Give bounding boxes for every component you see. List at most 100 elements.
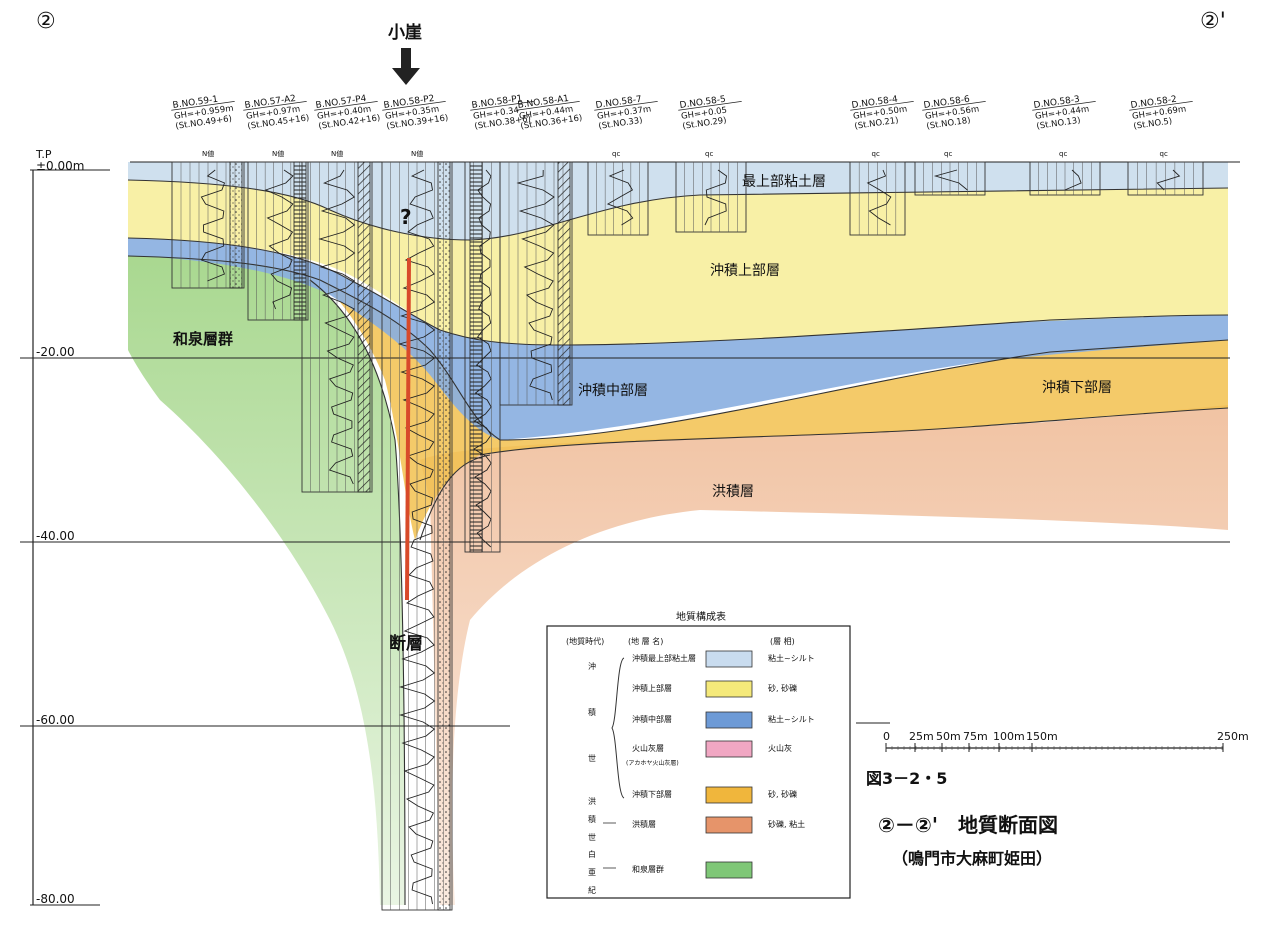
borehole-label: D.NO.58-4GH=+0.50m(St.NO.21)qc xyxy=(850,95,914,158)
legend-row: 沖積中部層 粘土~シルト xyxy=(632,711,815,729)
borehole-label: D.NO.58-2GH=+0.69m(St.NO.5)qc xyxy=(1129,95,1193,158)
legend-era-char: 積 xyxy=(588,707,596,717)
depth-tick-0: ±0.00m xyxy=(36,159,84,173)
borehole-columns xyxy=(171,161,1204,911)
legend-row: 洪積層 砂礫, 粘土 xyxy=(632,816,805,834)
legend-swatch xyxy=(705,786,753,804)
borehole-column xyxy=(499,161,573,406)
borehole-label: D.NO.58-7GH=+0.37m(St.NO.33)qc xyxy=(594,95,658,158)
borehole-log-type: qc xyxy=(705,150,713,158)
label-izumi: 和泉層群 xyxy=(173,330,233,348)
legend-bracket xyxy=(611,657,625,799)
figure-number: 図3－2・5 xyxy=(866,769,947,788)
label-middle: 沖積中部層 xyxy=(578,383,648,399)
legend-row-name: 沖積最上部粘土層 xyxy=(632,653,696,663)
depth-tick-2: -40.00 xyxy=(36,529,75,543)
legend-row-facies: 火山灰 xyxy=(768,743,792,753)
legend-row-name: 洪積層 xyxy=(632,819,656,829)
legend-row-facies: 砂礫, 粘土 xyxy=(768,819,805,829)
scale-bar-label: 100m xyxy=(993,730,1025,743)
legend-swatch xyxy=(705,680,753,698)
borehole-label: B.NO.59-1GH=+0.959m(St.NO.49+6)N値 xyxy=(171,95,235,158)
borehole-log-type: N値 xyxy=(272,149,284,158)
fault-line xyxy=(405,257,411,601)
figure-subtitle: （鳴門市大麻町姫田） xyxy=(892,849,1052,868)
scale-bar-label: 75m xyxy=(963,730,988,743)
label-diluvial: 洪積層 xyxy=(712,484,754,500)
label-top-clay: 最上部粘土層 xyxy=(742,174,826,190)
scale-bar-label: 25m xyxy=(909,730,934,743)
legend-row: 和泉層群 xyxy=(632,861,753,879)
legend-era-char: 洪 xyxy=(588,796,596,806)
depth-axis: T.P ±0.00m -20.00 -40.00 -60.00 -80.00 xyxy=(30,148,110,906)
legend-swatch xyxy=(705,816,753,834)
legend-row-facies: 砂, 砂礫 xyxy=(768,683,797,693)
legend-row-sub: (アカホヤ火山灰層) xyxy=(626,759,679,767)
borehole-column xyxy=(381,161,453,911)
figure-title: ②－②' 地質断面図 xyxy=(878,813,1058,837)
legend-rows: 沖積最上部粘土層粘土~シルト沖積上部層砂, 砂礫沖積中部層粘土~シルト火山灰層(… xyxy=(626,650,815,879)
borehole-column xyxy=(675,161,747,233)
borehole-log-type: N値 xyxy=(411,149,423,158)
borehole-log-type: qc xyxy=(872,150,880,158)
legend-row-facies: 粘土~シルト xyxy=(768,653,815,663)
label-fault: 断層 xyxy=(389,633,423,654)
legend-row-name: 火山灰層 xyxy=(632,743,664,753)
legend-header-facies: (層 相) xyxy=(770,636,795,646)
legend-swatch xyxy=(705,650,753,668)
borehole-column xyxy=(301,161,373,493)
borehole-column xyxy=(914,161,986,196)
borehole-log-type: N値 xyxy=(202,149,214,158)
legend-row-name: 沖積中部層 xyxy=(632,714,672,724)
depth-tick-1: -20.00 xyxy=(36,345,75,359)
legend-era-char: 世 xyxy=(588,753,596,763)
label-lower: 沖積下部層 xyxy=(1042,380,1112,396)
down-arrow-icon xyxy=(392,48,420,85)
borehole-label: D.NO.58-5GH=+0.05(St.NO.29)qc xyxy=(678,95,742,158)
borehole-column xyxy=(1127,161,1204,196)
borehole-log-type: qc xyxy=(944,150,952,158)
legend-row-facies: 粘土~シルト xyxy=(768,714,815,724)
legend-row: 沖積上部層 砂, 砂礫 xyxy=(632,680,797,698)
borehole-column xyxy=(247,161,309,321)
layer-izumi xyxy=(128,255,405,905)
scale-bar-label: 150m xyxy=(1026,730,1058,743)
legend-row-name: 沖積下部層 xyxy=(632,789,672,799)
layer-diluvial xyxy=(420,405,1228,905)
borehole-column xyxy=(849,161,906,236)
label-upper: 沖積上部層 xyxy=(710,263,780,279)
legend-era-char: 紀 xyxy=(588,885,596,895)
borehole-column xyxy=(1029,161,1101,196)
borehole-labels: B.NO.59-1GH=+0.959m(St.NO.49+6)N値B.NO.57… xyxy=(171,94,1193,158)
legend-row-facies: 砂, 砂礫 xyxy=(768,789,797,799)
legend-row: 火山灰層 (アカホヤ火山灰層) 火山灰 xyxy=(626,740,792,767)
layer-upper xyxy=(128,180,1228,345)
legend-era-char: 世 xyxy=(588,832,596,842)
layer-labels: 最上部粘土層 沖積上部層 沖積中部層 沖積下部層 洪積層 和泉層群 断層 xyxy=(173,174,1112,654)
legend-header-era: (地質時代) xyxy=(566,636,604,646)
borehole-log-type: qc xyxy=(612,150,620,158)
legend-frame xyxy=(546,625,851,899)
scale-bar-label: 250m xyxy=(1217,730,1249,743)
borehole-column xyxy=(587,161,649,236)
legend-era-char: 白 xyxy=(588,849,596,859)
legend-era-char: 沖 xyxy=(588,661,596,671)
borehole-log-type: qc xyxy=(1059,150,1067,158)
corner-left-label: ② xyxy=(36,9,56,34)
fault xyxy=(405,257,411,601)
legend-era-char: 積 xyxy=(588,814,596,824)
borehole-log-type: N値 xyxy=(331,149,343,158)
cliff-arrow-label: 小崖 xyxy=(388,23,422,43)
borehole-log-type: qc xyxy=(1160,150,1168,158)
depth-datum: T.P xyxy=(35,148,52,161)
legend-swatch xyxy=(705,711,753,729)
layer-lower xyxy=(320,280,1228,540)
legend-row-name: 沖積上部層 xyxy=(632,683,672,693)
